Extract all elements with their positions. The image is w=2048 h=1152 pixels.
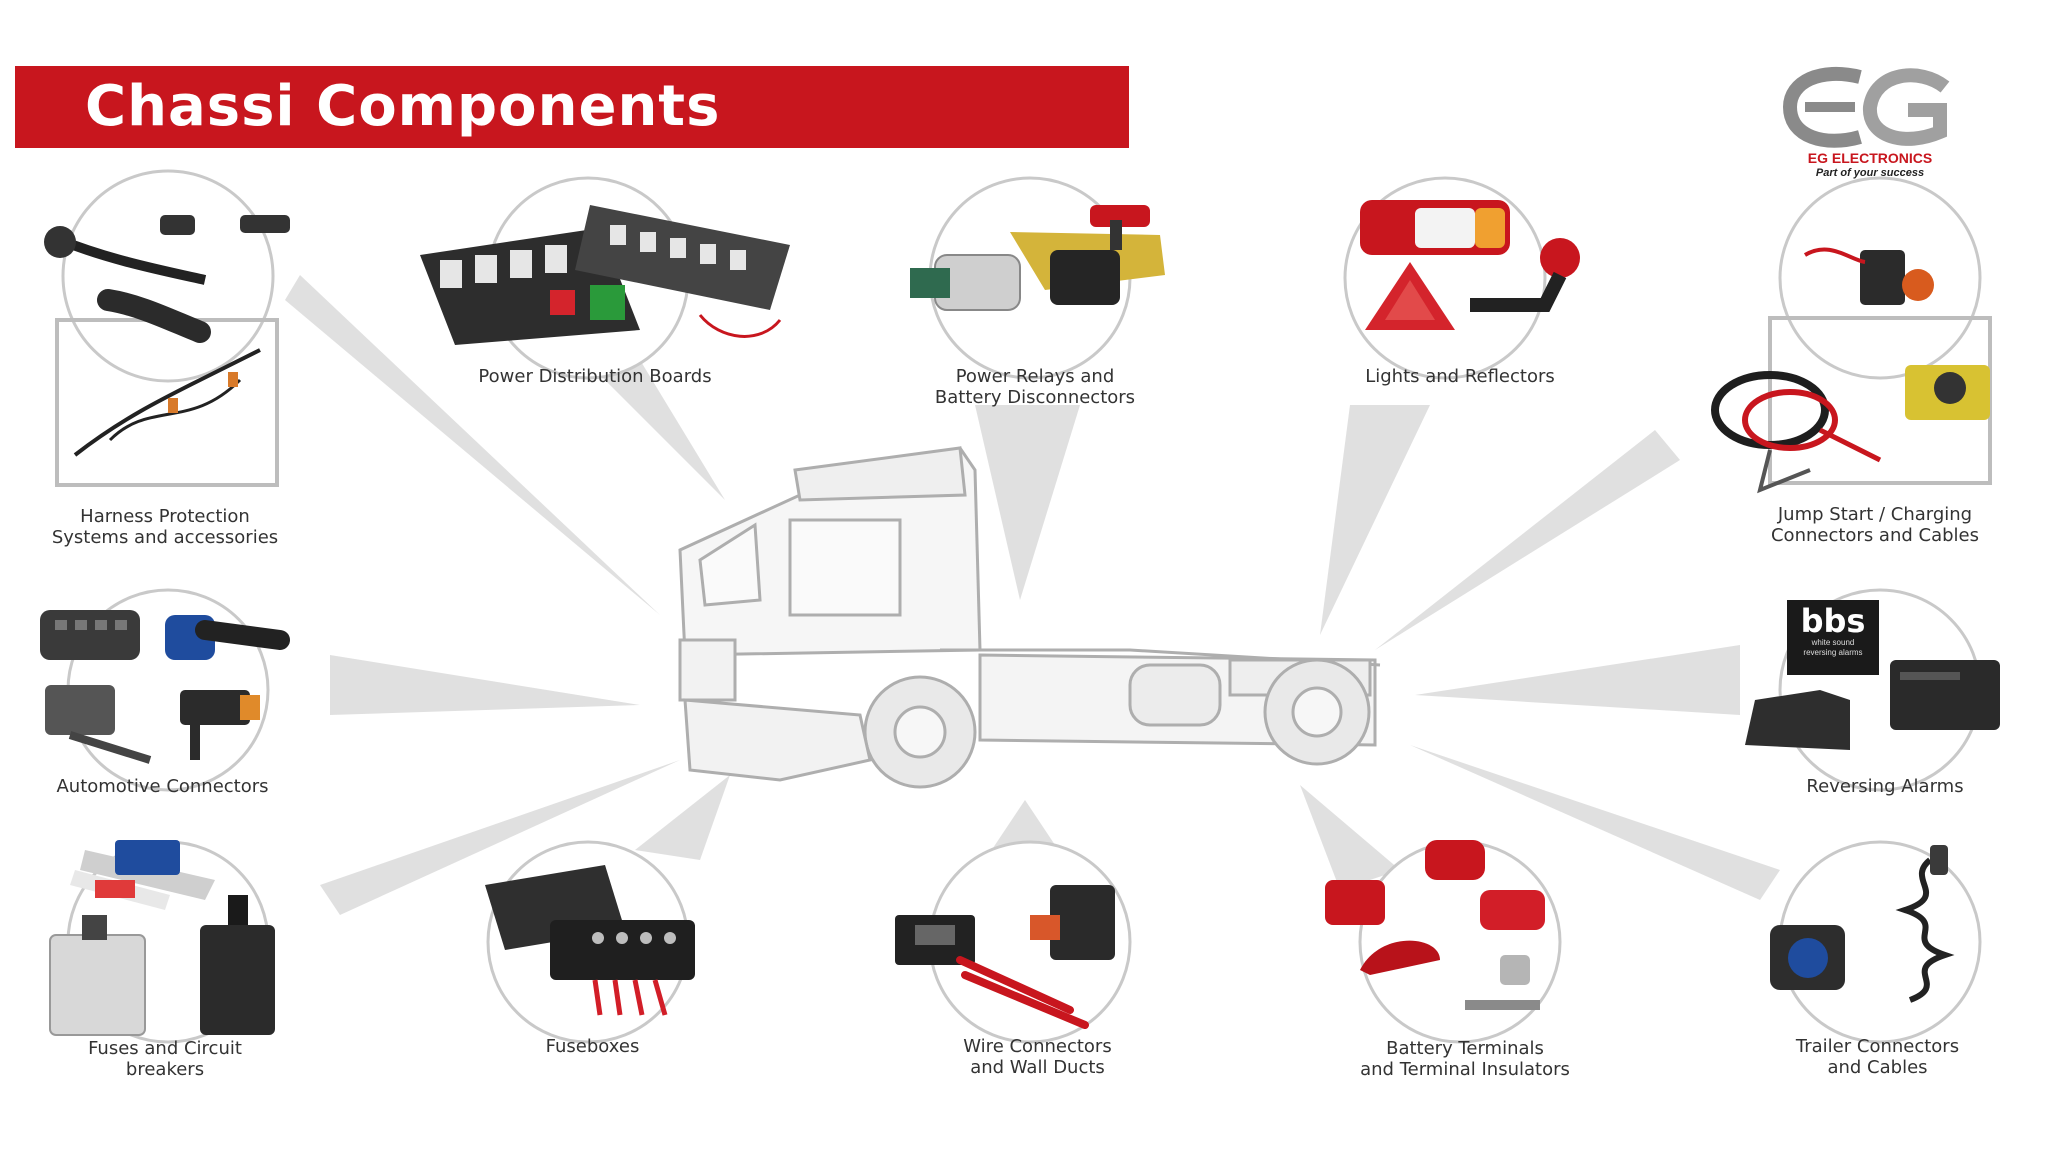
jumpstart-products xyxy=(1711,247,1990,494)
light-products xyxy=(1360,200,1580,330)
ray xyxy=(585,360,725,500)
label-trailer-connectors: Trailer Connectors and Cables xyxy=(1795,1036,1960,1078)
ray xyxy=(635,775,730,860)
bbs-sub-line: reversing alarms xyxy=(1803,648,1863,657)
bbs-brand: bbs xyxy=(1800,602,1866,640)
logo-company-name: EG ELECTRONICS xyxy=(1807,150,1933,166)
label-power-relays: Power Relays and Battery Disconnectors xyxy=(934,366,1136,408)
eg-logo-icon xyxy=(1782,66,1950,148)
ray xyxy=(1410,745,1780,900)
battery-terminal-products xyxy=(1325,840,1545,1010)
pdb-products xyxy=(420,205,790,345)
product-circles xyxy=(61,169,1982,1044)
alarm-products xyxy=(1745,660,2000,750)
bbs-sub-line: white sound xyxy=(1811,638,1855,647)
ray xyxy=(1375,430,1680,650)
truck-illustration xyxy=(678,446,1381,789)
label-automotive-connectors: Automotive Connectors xyxy=(56,776,269,797)
label-power-distribution-boards: Power Distribution Boards xyxy=(478,366,712,387)
ray xyxy=(1300,785,1400,890)
fuse-products xyxy=(49,840,275,1036)
title-banner: Chassi Components xyxy=(15,66,1129,148)
page-title: Chassi Components xyxy=(85,74,721,139)
label-reversing-alarms: Reversing Alarms xyxy=(1806,776,1964,797)
harness-products xyxy=(44,215,290,457)
ray xyxy=(330,655,640,715)
label-lights-reflectors: Lights and Reflectors xyxy=(1365,366,1555,387)
wire-connector-products xyxy=(895,885,1115,1029)
label-wire-connectors: Wire Connectors and Wall Ducts xyxy=(963,1036,1112,1078)
label-fuses-circuit-breakers: Fuses and Circuit breakers xyxy=(88,1038,242,1080)
label-jump-start: Jump Start / Charging Connectors and Cab… xyxy=(1770,504,1979,546)
ray xyxy=(285,275,660,615)
bbs-logo-badge: bbs white sound reversing alarms xyxy=(1787,600,1879,675)
ray xyxy=(320,760,680,915)
relay-products xyxy=(910,205,1165,311)
ray xyxy=(1320,405,1430,635)
logo-tagline: Part of your success xyxy=(1815,167,1925,179)
eg-electronics-logo: EG ELECTRONICS Part of your success xyxy=(1780,62,1960,187)
ray xyxy=(975,405,1080,600)
label-battery-terminals: Battery Terminals and Terminal Insulator… xyxy=(1360,1038,1570,1080)
fusebox-products xyxy=(485,865,695,1016)
label-fuseboxes: Fuseboxes xyxy=(545,1036,640,1057)
ray xyxy=(1415,645,1740,715)
trailer-connector-products xyxy=(1770,845,1955,1003)
automotive-connector-products xyxy=(40,610,290,764)
label-harness-protection: Harness Protection Systems and accessori… xyxy=(51,506,279,548)
